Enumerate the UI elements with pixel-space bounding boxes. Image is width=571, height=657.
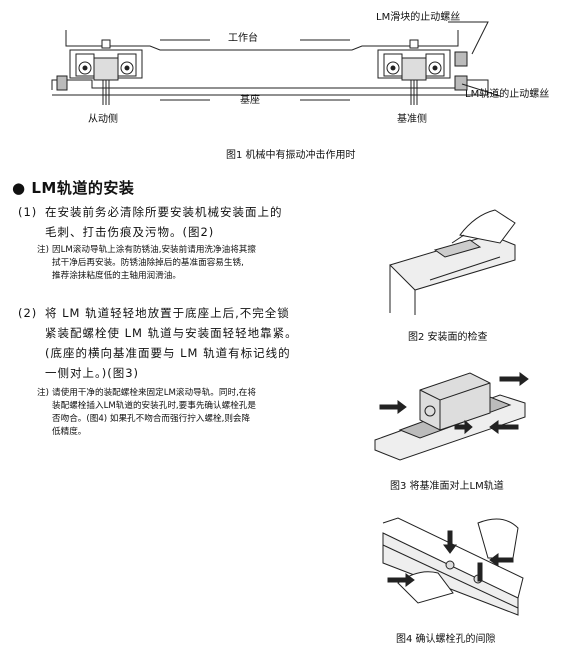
step-2-note-line-2: 装配螺栓插入LM轨道的安装孔时,要事先确认螺栓孔是 <box>52 401 256 411</box>
label-lm-block-screw: LM滑块的止动螺丝 <box>376 12 461 23</box>
step-1-note-line-1: 因LM滚动导轨上涂有防锈油,安装前请用洗净油将其擦 <box>52 245 256 255</box>
figure-1-diagram <box>51 21 501 105</box>
label-lm-rail-screw: LM轨道的止动螺丝 <box>465 89 550 100</box>
step-2-number: (2) <box>18 306 38 320</box>
step-1-line-1: 在安装前务必清除所要安装机械安装面上的 <box>45 205 283 219</box>
step-2-note-line-3: 否吻合。(图4) 如果孔不吻合而强行拧入螺栓,则会降 <box>52 414 251 424</box>
step-2-note-line-1: 请使用干净的装配螺栓来固定LM滚动导轨。同时,在将 <box>52 388 256 398</box>
label-driven-side: 从动侧 <box>88 114 118 125</box>
section-title: LM轨道的安装 <box>31 179 135 197</box>
step-1-note-line-3: 推荐涂抹粘度低的主轴用润滑油。 <box>52 271 181 281</box>
figure-3-illustration <box>374 372 529 461</box>
step-1-note-prefix: 注) <box>37 245 49 255</box>
step-1-number: (1) <box>18 205 38 219</box>
step-2-line-3: (底座的横向基准面要与 LM 轨道有标记线的 <box>45 346 291 360</box>
figure-1-caption: 图1 机械中有振动冲击作用时 <box>226 150 356 161</box>
step-2-line-1: 将 LM 轨道轻轻地放置于底座上后,不完全锁 <box>45 306 290 320</box>
step-2-line-4: 一侧对上。)(图3) <box>45 366 140 380</box>
step-1-note-line-2: 拭干净后再安装。防锈油除掉后的基准面容易生锈, <box>52 258 244 268</box>
figure-3-caption: 图3 将基准面对上LM轨道 <box>390 481 504 492</box>
section-heading: ● LM轨道的安装 <box>12 177 134 198</box>
bullet-icon: ● <box>12 179 26 197</box>
step-2-note-line-4: 低精度。 <box>52 427 87 437</box>
label-worktable: 工作台 <box>228 33 258 44</box>
figure-4-caption: 图4 确认螺栓孔的间隙 <box>396 634 496 645</box>
step-2-line-2: 紧装配螺栓使 LM 轨道与安装面轻轻地靠紧。 <box>45 326 298 340</box>
label-reference-side: 基准侧 <box>397 114 427 125</box>
figure-2-illustration <box>389 209 516 315</box>
figure-2-caption: 图2 安装面的检查 <box>408 332 488 343</box>
step-1-line-2: 毛刺、打击伤痕及污物。(图2) <box>45 225 215 239</box>
label-base: 基座 <box>240 95 260 106</box>
step-2-note-prefix: 注) <box>37 388 49 398</box>
figure-4-illustration <box>382 517 524 616</box>
